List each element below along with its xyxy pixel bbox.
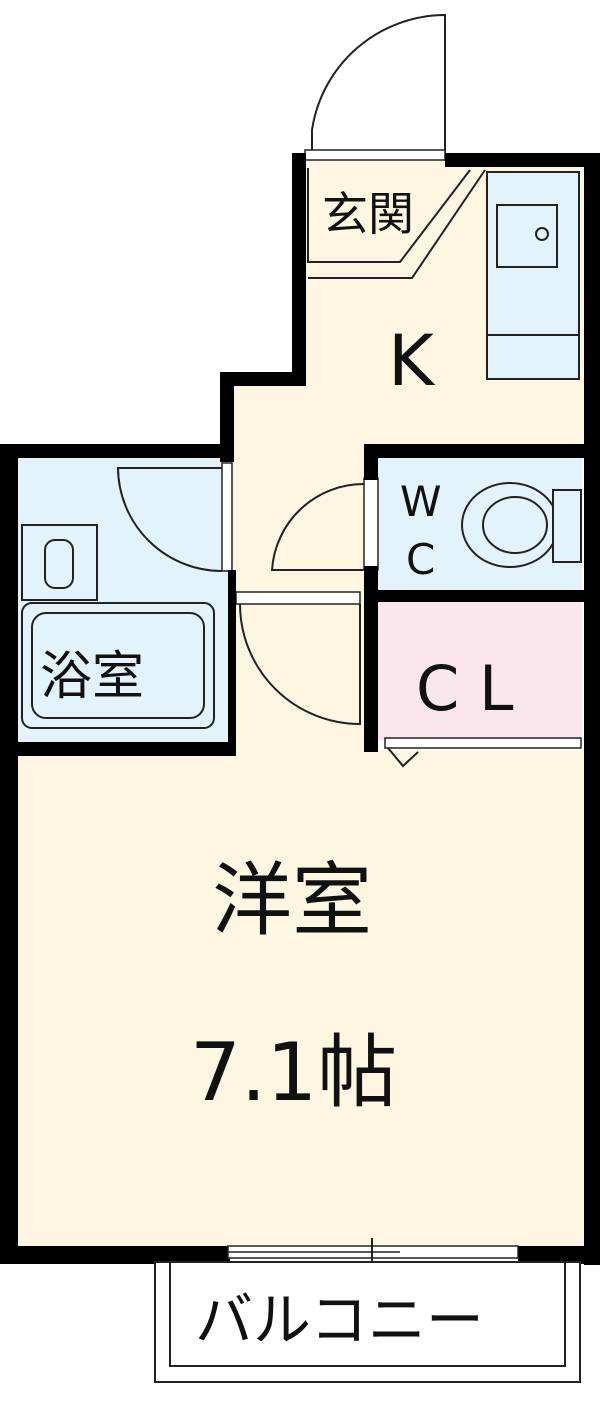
balcony-window (227, 1238, 519, 1270)
closet-door (384, 737, 582, 768)
kitchen-label: K (388, 320, 436, 402)
front-door (304, 13, 446, 161)
bath-door (116, 462, 233, 572)
entrance-label: 玄関 (322, 187, 414, 241)
balcony-label: バルコニー (195, 1286, 484, 1354)
closet-floor (378, 600, 582, 740)
wc-label-top: W (400, 477, 442, 526)
floors (10, 160, 590, 1250)
room-door (235, 591, 361, 726)
kitchen-counter (486, 171, 580, 380)
bath-fixtures (21, 524, 215, 729)
hallway-floor (232, 455, 372, 755)
sink-drain-icon (535, 227, 549, 241)
closet-label: C L (416, 652, 514, 725)
entrance-area (307, 168, 486, 279)
walls (0, 153, 600, 1265)
western-room-floor (10, 750, 590, 1250)
western-room-label: 洋室 (212, 854, 372, 947)
room-size-label: 7.1帖 (190, 1026, 397, 1119)
wc-label-bottom: C (406, 535, 435, 584)
bath-label: 浴室 (40, 647, 144, 707)
balcony (154, 1261, 581, 1383)
toilet-icon (461, 482, 582, 568)
